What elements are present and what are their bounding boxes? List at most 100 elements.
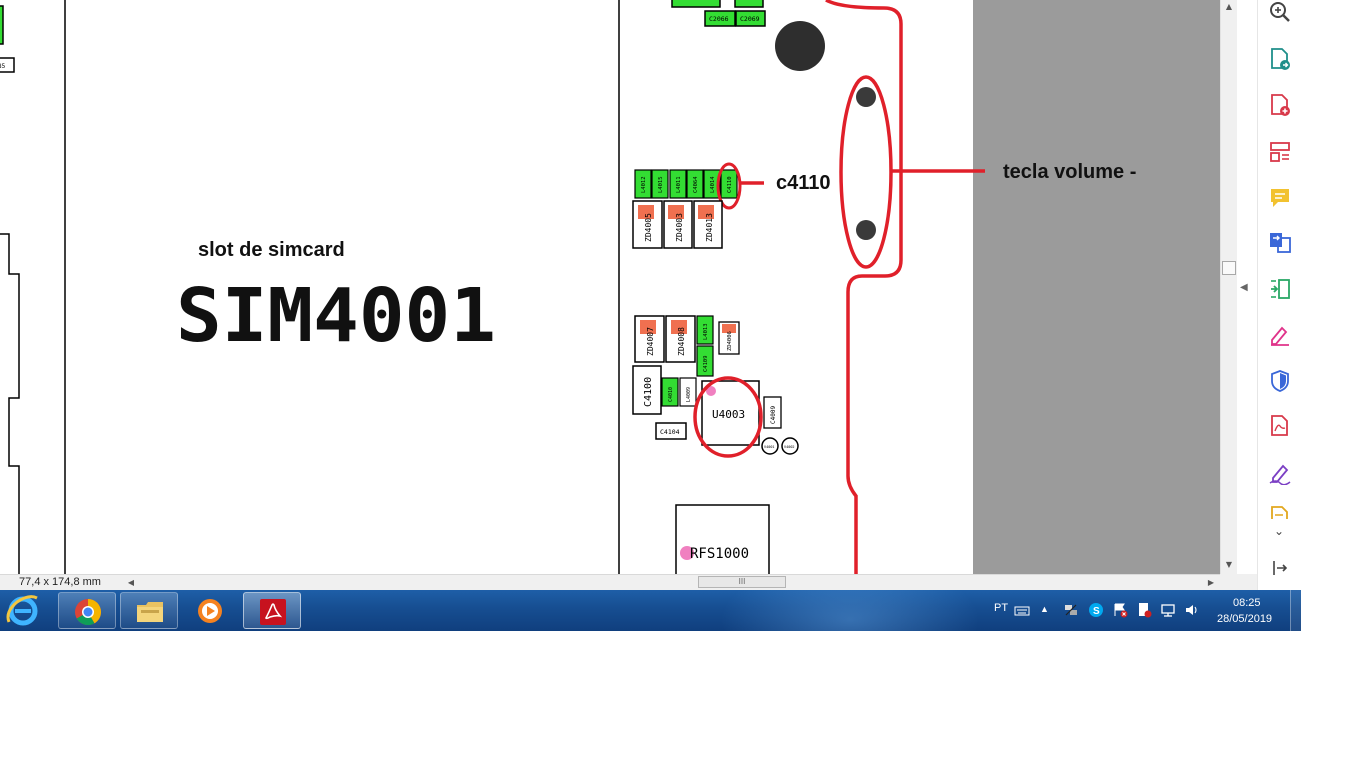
acrobat-reader-button[interactable] (243, 592, 301, 629)
horizontal-scroll-thumb[interactable]: III (698, 576, 786, 588)
test-point (781, 437, 799, 455)
svg-text:L4011: L4011 (676, 176, 682, 193)
document-viewer[interactable]: 85 slot de simcard SIM4001 C2066 C2069 t… (0, 0, 1220, 574)
zd-component-row: ZD4005 ZD4003 ZD4013 (632, 200, 723, 249)
clock-time[interactable]: 08:25 (1233, 597, 1261, 609)
network-icon[interactable] (1160, 602, 1176, 618)
send-track-icon[interactable] (1268, 505, 1292, 519)
more-tools-chevron-icon[interactable]: ⌄ (1274, 524, 1285, 538)
green-component-row: L4012 L4015 L4011 C4064 L4014 C4110 (634, 169, 738, 199)
show-hidden-icons-icon[interactable]: ▲ (1040, 604, 1049, 614)
slot-simcard-label: slot de simcard (198, 239, 345, 261)
zd-component-group: ZD4007 ZD4008 L4013 C4109 ZD4006 (634, 315, 740, 377)
u4003-highlight (693, 376, 763, 458)
pdf-export-icon[interactable] (1268, 414, 1292, 438)
media-player-icon (198, 599, 222, 623)
component-c2069 (735, 10, 766, 27)
update-icon[interactable] (1136, 602, 1152, 618)
page-size-readout: 77,4 x 174,8 mm (19, 576, 101, 588)
partial-component-label: 85 (0, 63, 6, 70)
svg-text:L4009: L4009 (686, 387, 692, 402)
volume-icon[interactable] (1184, 602, 1200, 618)
scroll-down-icon[interactable]: ▼ (1225, 560, 1233, 569)
svg-text:S: S (1093, 606, 1100, 617)
svg-text:C4064: C4064 (693, 176, 699, 193)
rfs1000-label: RFS1000 (690, 546, 749, 562)
edit-pdf-icon[interactable] (1268, 277, 1292, 301)
component-rfs1000 (675, 504, 770, 574)
svg-text:C4110: C4110 (727, 176, 733, 193)
svg-text:ZD4003: ZD4003 (675, 213, 684, 242)
chip-u4003-label: U4003 (712, 408, 745, 421)
status-bar: 77,4 x 174,8 mm ◀ III ▶ (0, 574, 1220, 590)
protect-icon[interactable] (1268, 369, 1292, 393)
component-c2066 (704, 10, 736, 27)
file-explorer-button[interactable] (120, 592, 178, 629)
acrobat-icon (260, 599, 286, 625)
component-label: C2066 (709, 15, 729, 23)
internet-explorer-icon (6, 595, 38, 626)
vertical-scrollbar[interactable]: ▲ ▼ (1220, 0, 1237, 574)
volume-key-highlight (839, 75, 893, 269)
tecla-volume-label: tecla volume - (1003, 161, 1136, 183)
partial-component-box (0, 57, 15, 73)
collapse-pane-icon[interactable]: ◀ (1240, 282, 1248, 293)
horizontal-scrollbar[interactable]: ◀ III ▶ (124, 575, 1220, 590)
pin1-marker (680, 546, 694, 560)
green-component (734, 0, 764, 8)
language-indicator[interactable]: PT (994, 602, 1009, 614)
volume-pad (856, 220, 876, 240)
chrome-button[interactable] (58, 592, 116, 629)
media-player-button[interactable] (181, 592, 239, 629)
mid-component-group: C4100 C4010 L4009 C4104 C4009 (632, 365, 782, 440)
c4110-label: c4110 (776, 172, 831, 194)
tools-pane-gap (1237, 0, 1257, 574)
sign-icon[interactable] (1268, 461, 1292, 485)
organize-pages-icon[interactable] (1268, 140, 1292, 164)
svg-text:ZD4013: ZD4013 (705, 213, 714, 242)
sim4001-label: SIM4001 (176, 273, 496, 359)
svg-text:C4100: C4100 (643, 377, 654, 407)
expand-pane-icon[interactable] (1270, 558, 1290, 578)
svg-text:L4014: L4014 (710, 176, 716, 193)
schematic-page: 85 slot de simcard SIM4001 C2066 C2069 t… (0, 0, 1220, 574)
zoom-icon[interactable] (1268, 0, 1292, 24)
network-tools-icon[interactable] (1063, 602, 1079, 618)
mounting-hole (775, 21, 825, 71)
svg-text:L4012: L4012 (641, 176, 647, 193)
vertical-scroll-thumb[interactable] (1222, 261, 1236, 275)
scroll-right-icon[interactable]: ▶ (1207, 578, 1215, 587)
test-point (761, 437, 779, 455)
export-pdf-icon[interactable] (1268, 230, 1292, 254)
svg-text:C4010: C4010 (668, 387, 674, 402)
scroll-left-icon[interactable]: ◀ (127, 578, 135, 587)
red-trace-outline (825, 0, 903, 574)
green-component (671, 0, 721, 8)
action-center-icon[interactable] (1112, 602, 1128, 618)
svg-text:ZD4006: ZD4006 (727, 331, 733, 351)
taskbar: PT ▲ S 08:25 28/05/2019 (0, 590, 1301, 631)
internet-explorer-button[interactable] (3, 592, 49, 629)
show-desktop-button[interactable] (1290, 590, 1301, 631)
fill-sign-icon[interactable] (1268, 323, 1292, 347)
svg-text:C4109: C4109 (703, 355, 709, 372)
svg-text:L4015: L4015 (658, 176, 664, 193)
svg-text:ZD4008: ZD4008 (677, 327, 686, 356)
taskbar-glow (720, 590, 980, 631)
scroll-up-icon[interactable]: ▲ (1225, 2, 1233, 11)
pin1-marker (706, 386, 716, 396)
partial-green-component (0, 5, 4, 45)
add-pdf-icon[interactable] (1268, 93, 1292, 117)
folder-icon (137, 602, 163, 622)
svg-text:L4013: L4013 (703, 323, 709, 340)
tools-pane: ⌄ (1257, 0, 1301, 590)
clock-date[interactable]: 28/05/2019 (1217, 613, 1273, 625)
skype-icon[interactable]: S (1088, 602, 1104, 618)
create-pdf-icon[interactable] (1268, 47, 1292, 71)
c4110-highlight (716, 162, 742, 210)
comment-icon[interactable] (1268, 186, 1292, 210)
keyboard-icon[interactable] (1014, 602, 1030, 618)
svg-text:ZD4007: ZD4007 (646, 327, 655, 356)
svg-text:V4002: V4002 (784, 445, 795, 449)
svg-text:V4001: V4001 (764, 445, 775, 449)
